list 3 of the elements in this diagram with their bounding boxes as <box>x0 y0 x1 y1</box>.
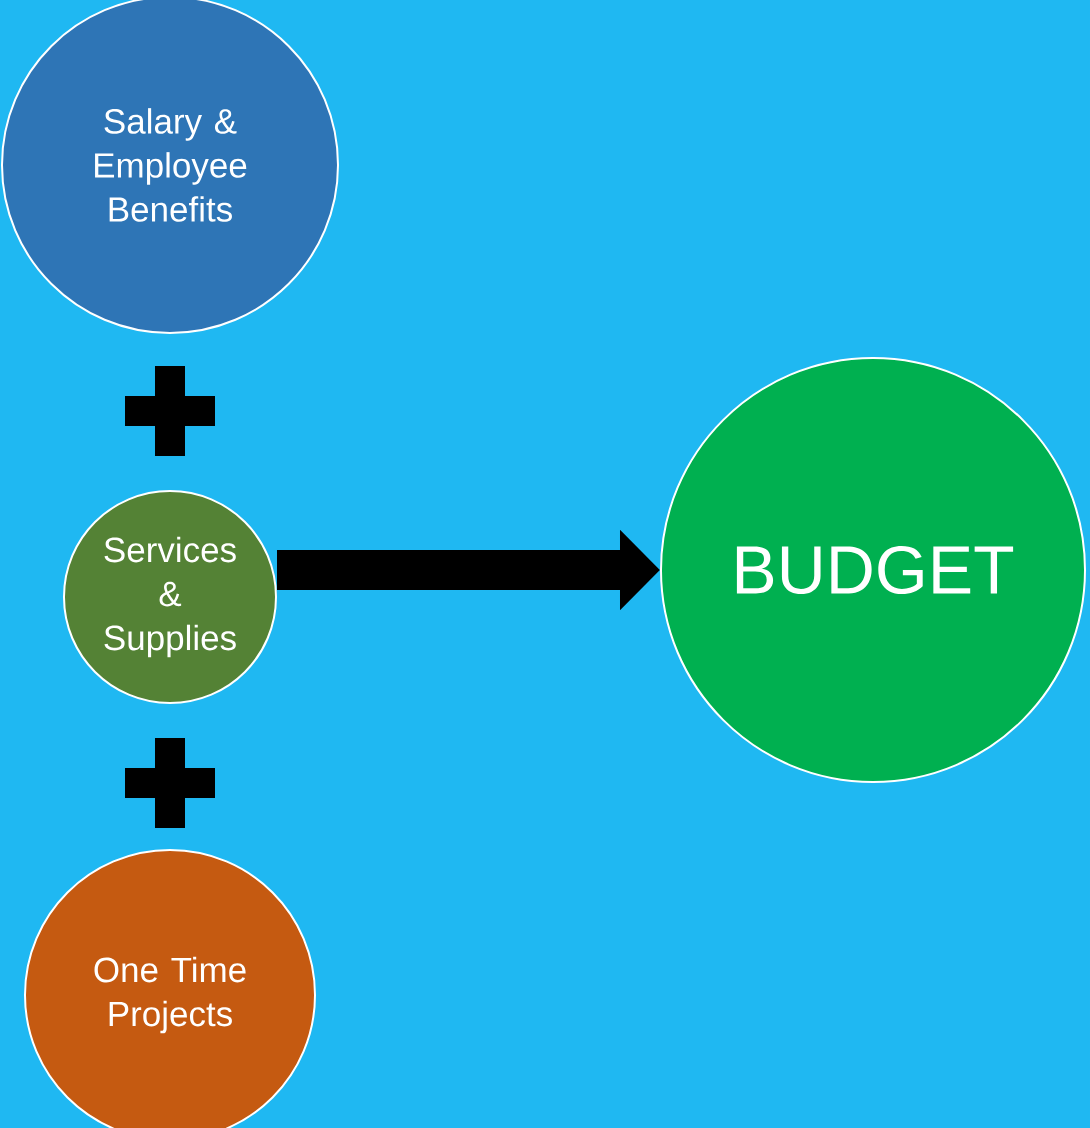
circle-node: One Time Projects <box>24 849 316 1128</box>
circle-node: BUDGET <box>660 357 1086 783</box>
circle-node: Services & Supplies <box>63 490 277 704</box>
